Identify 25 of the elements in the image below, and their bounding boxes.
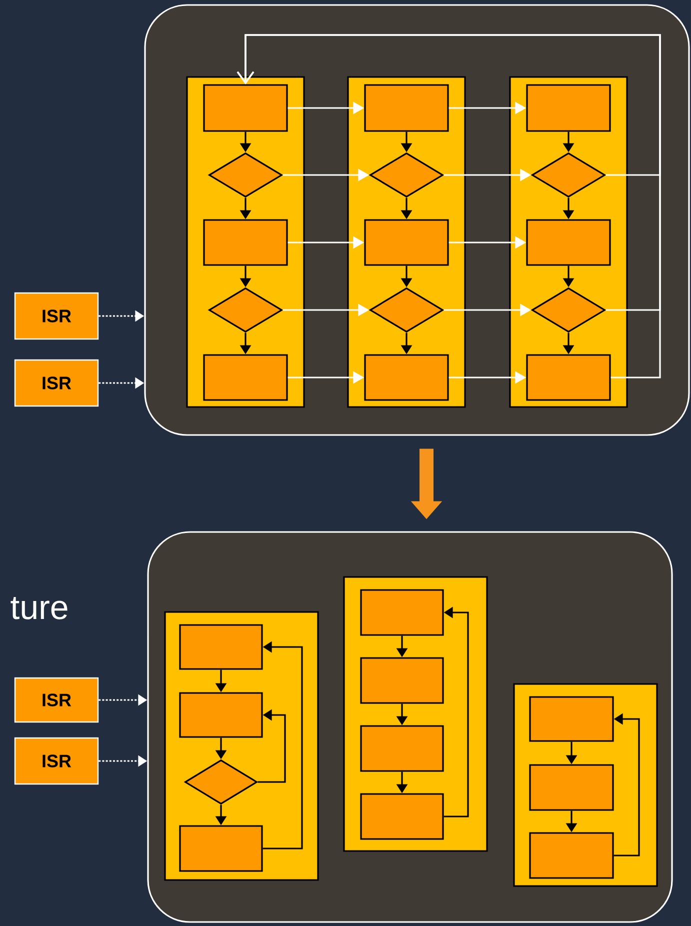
process-box xyxy=(360,725,444,772)
process-box xyxy=(179,825,263,872)
process-box xyxy=(529,764,614,811)
loop-arrow xyxy=(236,34,661,378)
process-box xyxy=(526,219,611,266)
process-box xyxy=(364,84,449,132)
isr-box: ISR xyxy=(14,359,99,407)
process-box xyxy=(179,624,263,670)
isr-box: ISR xyxy=(14,677,99,723)
isr-box: ISR xyxy=(14,737,99,785)
process-box xyxy=(203,219,288,266)
process-box xyxy=(360,589,444,636)
partial-heading: ture xyxy=(10,597,68,620)
process-box xyxy=(526,84,611,132)
process-box xyxy=(364,219,449,266)
process-box xyxy=(526,354,611,401)
process-box xyxy=(203,354,288,401)
process-box xyxy=(360,657,444,704)
process-box xyxy=(179,692,263,738)
process-box xyxy=(203,84,288,132)
process-box xyxy=(529,832,614,879)
process-box xyxy=(364,354,449,401)
process-box xyxy=(360,793,444,840)
process-box xyxy=(529,696,614,742)
isr-box: ISR xyxy=(14,292,99,340)
